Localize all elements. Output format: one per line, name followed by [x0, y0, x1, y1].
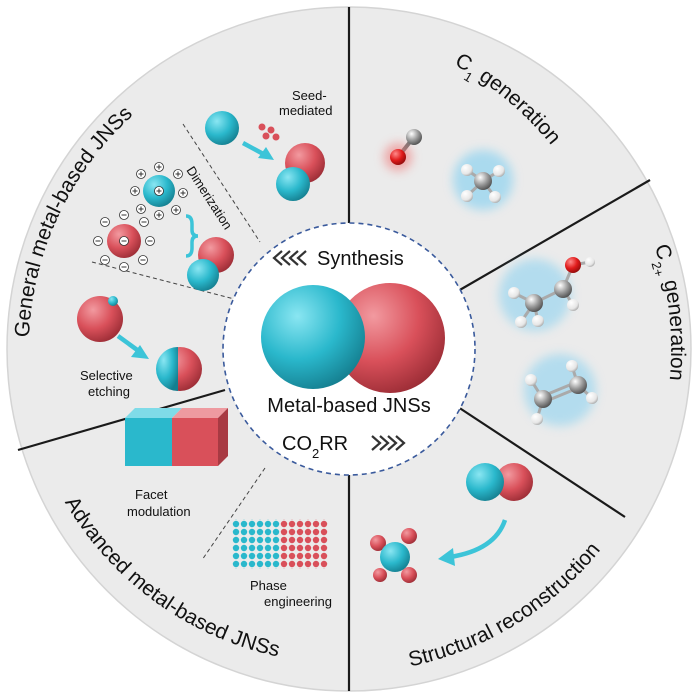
phase-engineering-illustration: Phase engineering [232, 519, 332, 609]
carbon-atom [474, 172, 492, 190]
facet-teal-top [125, 408, 182, 418]
phase-label-line2: engineering [264, 594, 332, 609]
sector-dividers [17, 7, 651, 691]
divider-right-lower [457, 406, 626, 518]
oxygen-atom [390, 149, 406, 165]
dashed-line-facet [201, 467, 266, 561]
facet-red-side [218, 408, 228, 466]
recon-janus-red [495, 463, 533, 501]
recon-red-satellite [401, 528, 417, 544]
recon-janus-teal [466, 463, 504, 501]
co2rr-label-group: CO2RR [282, 433, 406, 461]
oxygen-atom [565, 257, 581, 273]
negative-charged-sphere [93, 210, 155, 272]
dashed-subdividers [91, 123, 266, 561]
seed-red-dot [267, 126, 275, 134]
facet-label-line2: modulation [127, 504, 191, 519]
phase-red-lattice [280, 519, 328, 569]
dimer-teal [187, 259, 219, 291]
phase-label-line1: Phase [250, 578, 287, 593]
seed-red-dot [272, 133, 280, 141]
seed-janus-teal [276, 167, 310, 201]
etch-teal-core [108, 296, 118, 306]
seed-label-line1: Seed- [292, 88, 327, 103]
recon-red-satellite [401, 567, 417, 583]
selective-etching-illustration: Selective etching [77, 296, 202, 399]
co2rr-label: CO2RR [282, 433, 348, 461]
synthesis-label: Synthesis [317, 248, 404, 270]
chevron-right-arrows [371, 435, 406, 451]
dimerization-brace [185, 214, 199, 258]
recon-arrow-head [438, 548, 455, 566]
recon-arrow-shaft [449, 519, 508, 560]
ethanol-molecule [499, 257, 595, 331]
facet-teal-front [125, 418, 172, 466]
divider-left [17, 388, 226, 452]
facet-red-front [172, 418, 218, 466]
carbon-atom [406, 129, 422, 145]
seed-red-dot [258, 123, 266, 131]
ethylene-molecule [524, 354, 598, 426]
seed-red-dot [262, 132, 270, 140]
positive-charged-sphere [130, 162, 188, 220]
etch-arrow-shaft [116, 334, 142, 354]
recon-red-satellite [373, 568, 387, 582]
recon-teal-core [380, 542, 410, 572]
seed-teal-sphere [205, 111, 239, 145]
facet-label-line1: Facet [135, 487, 168, 502]
etch-arrow-head [131, 345, 149, 359]
center-title: Metal-based JNSs [267, 395, 430, 417]
phase-teal-lattice [232, 519, 280, 569]
synthesis-label-group: Synthesis [272, 248, 404, 270]
etch-label-line2: etching [88, 384, 130, 399]
facet-red-top [172, 408, 228, 418]
etch-label-line1: Selective [80, 368, 133, 383]
recon-red-satellite [370, 535, 386, 551]
methane-molecule [453, 150, 513, 210]
structural-reconstruction-illustration [370, 463, 533, 583]
facet-modulation-illustration: Facet modulation [125, 408, 228, 519]
etch-janus-teal-half [156, 347, 178, 391]
seed-arrow-head [258, 147, 274, 160]
center-janus-particle [261, 283, 445, 393]
co-molecule [384, 129, 422, 171]
divider-right-upper [457, 179, 651, 292]
center-teal-hemisphere [261, 285, 365, 389]
seed-mediated-illustration: Seed- mediated [205, 88, 332, 201]
chevron-left-arrows [272, 250, 307, 266]
center-red-hemisphere [335, 283, 445, 393]
etch-red-sphere [77, 296, 123, 342]
seed-label-line2: mediated [279, 103, 332, 118]
dashed-line-seed [182, 123, 261, 243]
